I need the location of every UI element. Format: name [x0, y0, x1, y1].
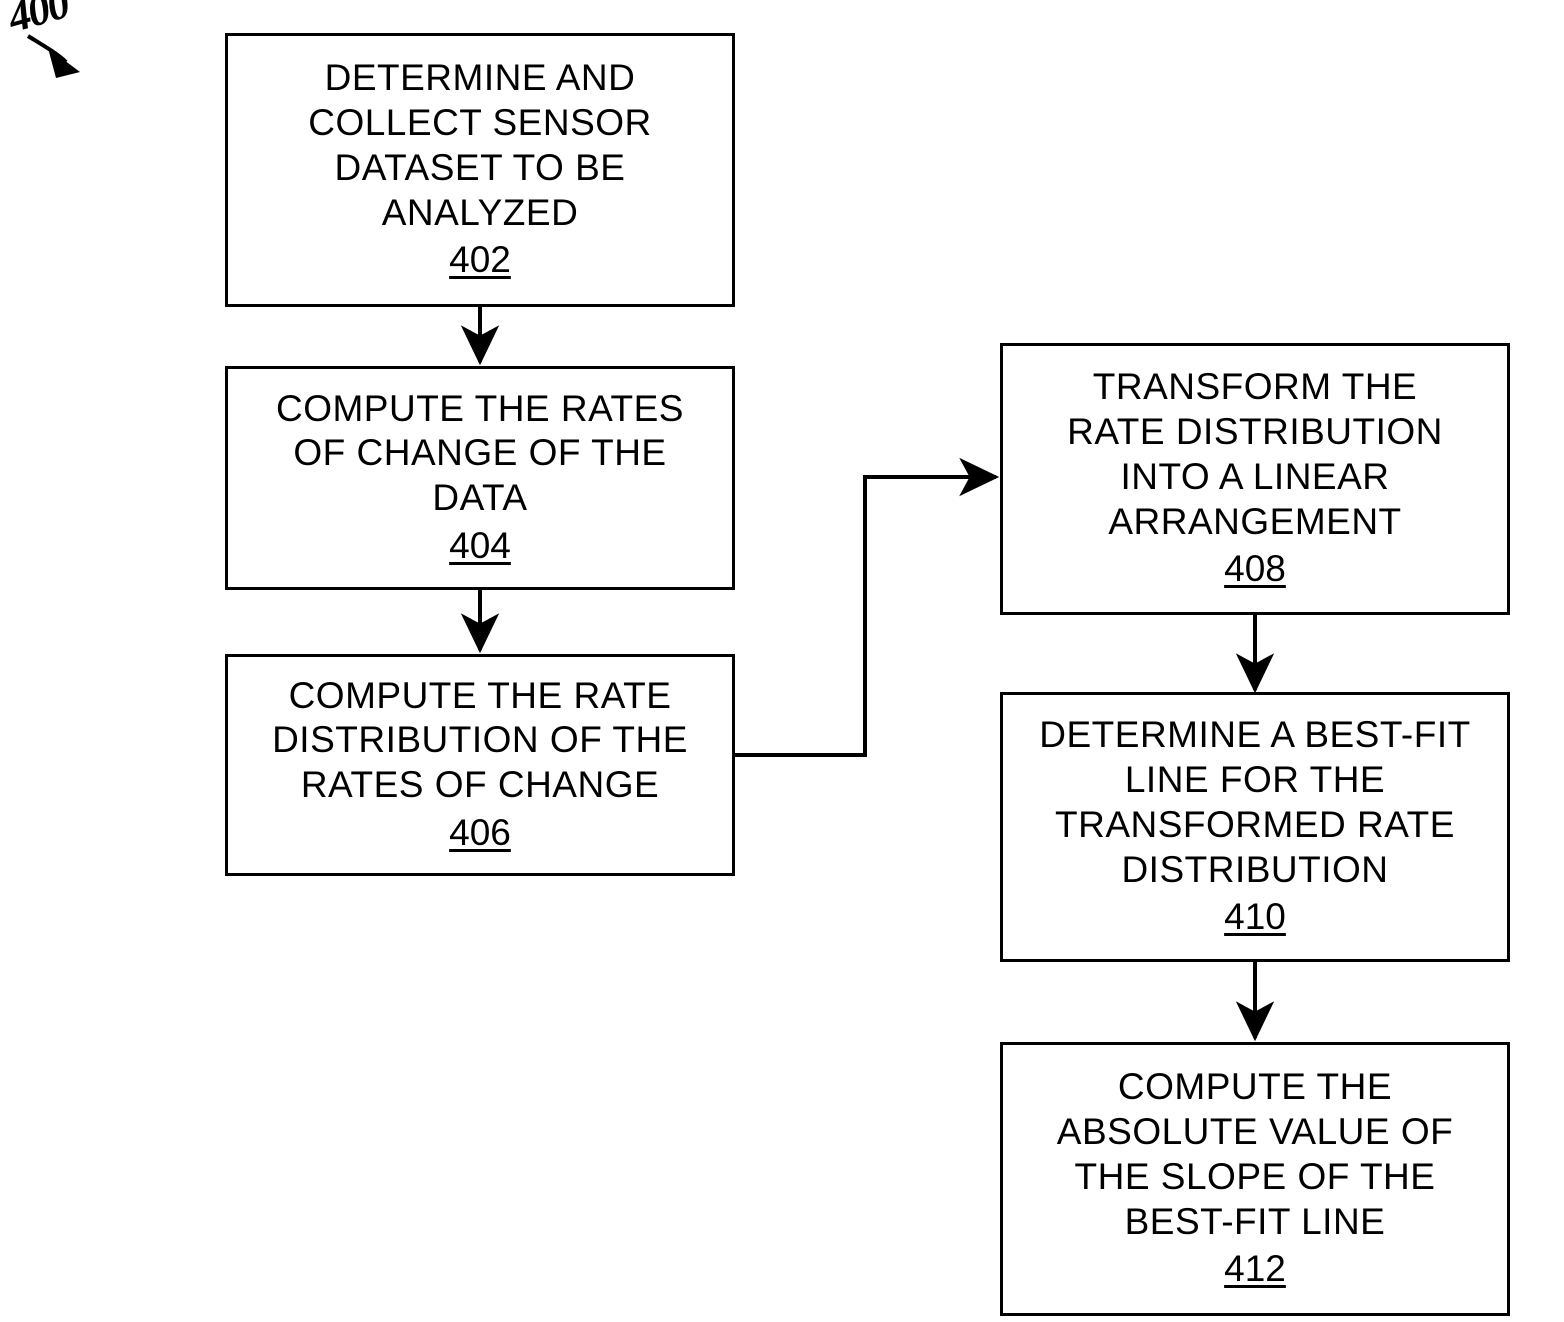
flow-node-402[interactable]: DETERMINE AND COLLECT SENSOR DATASET TO … — [225, 33, 735, 307]
figure-reference-numeral: 400 — [2, 0, 74, 43]
flow-node-402-text: DETERMINE AND COLLECT SENSOR DATASET TO … — [308, 57, 652, 233]
flow-node-408-text: TRANSFORM THE RATE DISTRIBUTION INTO A L… — [1067, 366, 1443, 542]
flow-node-408[interactable]: TRANSFORM THE RATE DISTRIBUTION INTO A L… — [1000, 343, 1510, 615]
flow-node-404-ref: 404 — [449, 525, 511, 567]
flow-node-410-ref: 410 — [1224, 896, 1286, 938]
flow-node-406-ref: 406 — [449, 812, 511, 854]
flow-node-406-text: COMPUTE THE RATE DISTRIBUTION OF THE RAT… — [272, 674, 688, 806]
flow-node-412-ref: 412 — [1224, 1248, 1286, 1290]
flow-node-404[interactable]: COMPUTE THE RATES OF CHANGE OF THE DATA … — [225, 366, 735, 590]
flow-node-412[interactable]: COMPUTE THE ABSOLUTE VALUE OF THE SLOPE … — [1000, 1042, 1510, 1316]
flow-node-412-text: COMPUTE THE ABSOLUTE VALUE OF THE SLOPE … — [1056, 1066, 1454, 1242]
flow-node-402-ref: 402 — [449, 239, 511, 281]
flow-node-406[interactable]: COMPUTE THE RATE DISTRIBUTION OF THE RAT… — [225, 654, 735, 876]
flow-node-404-text: COMPUTE THE RATES OF CHANGE OF THE DATA — [275, 387, 684, 519]
lead-line — [26, 34, 68, 64]
flow-node-408-ref: 408 — [1224, 548, 1286, 590]
flow-node-410[interactable]: DETERMINE A BEST-FIT LINE FOR THE TRANSF… — [1000, 692, 1510, 962]
lead-line-arrowhead — [48, 48, 80, 78]
arrow-406-to-408 — [735, 457, 1000, 757]
flow-node-410-text: DETERMINE A BEST-FIT LINE FOR THE TRANSF… — [1039, 714, 1471, 890]
